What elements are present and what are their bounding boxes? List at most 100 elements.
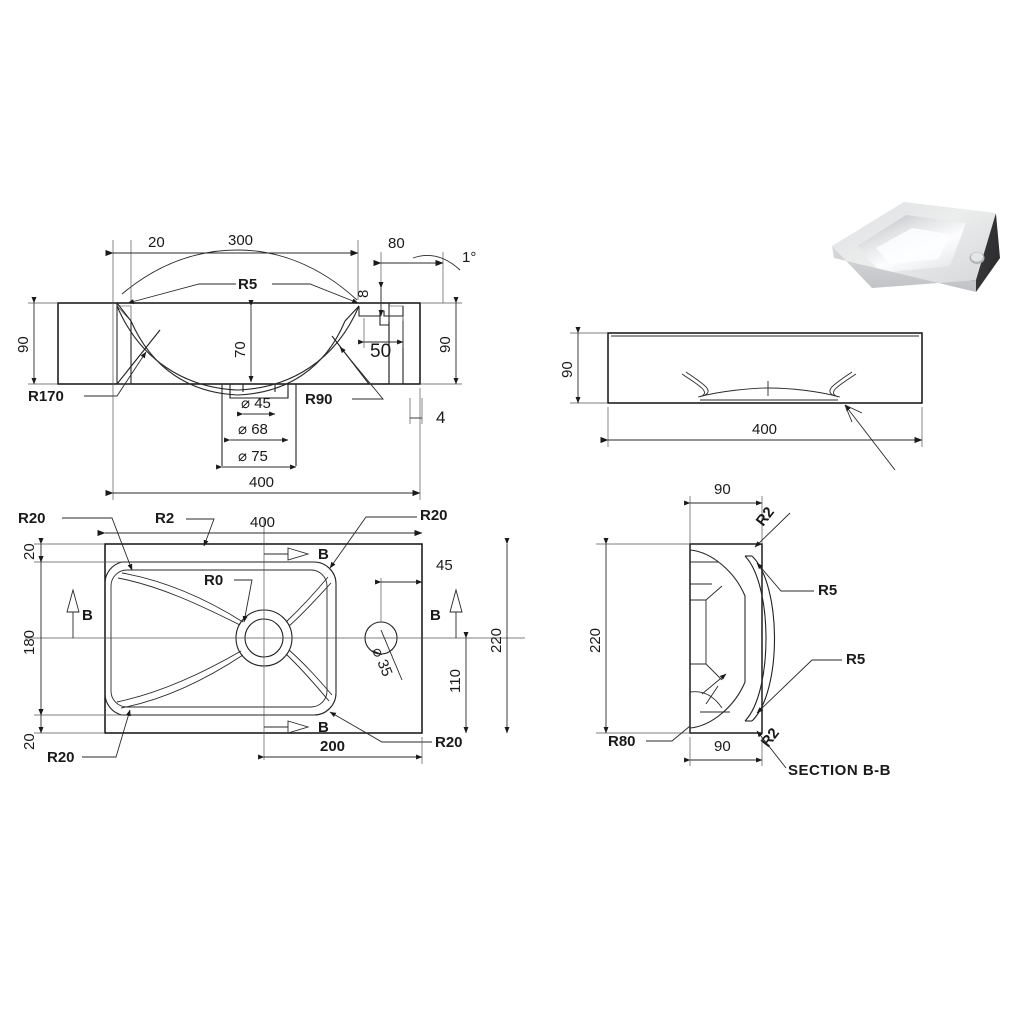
leader-side-bowl-tick2 [844,404,853,423]
side-bowl-right-fold2 [829,371,853,397]
plan-bowl-rim-outer [104,561,337,716]
render-tap-hole-inner [971,252,983,262]
dim-200-label: 200 [320,738,345,755]
dim-sbb-90-top-label: 90 [714,481,731,498]
dim-sbb-r5-bottom-label: R5 [846,651,865,668]
leader-r5-right [272,283,359,304]
dim-r20-bl-label: R20 [47,749,75,766]
dim-8-label: 8 [355,290,372,298]
leader-r20-br [329,711,432,743]
dim-20-top-label: 20 [21,543,38,560]
render-bowl-highlight [876,228,950,264]
plan-crease-bl2 [116,650,242,703]
sbb-cavity-left [689,549,746,729]
dim-180-label: 180 [21,630,38,655]
section-arrow-left-head [66,588,80,613]
leader-r20-tl [62,517,133,571]
sbb-body-outline [689,543,763,734]
plan-body-outline [104,543,423,734]
dim-90-left-label: 90 [15,336,32,353]
leader-sbb-r2-top [754,512,791,548]
leader-r20-tr [329,516,417,569]
sbb-bowl-arc-inner [744,555,767,722]
leader-sbb-r5-top [756,562,814,592]
sbb-detail-boss [690,599,707,665]
sbb-hatch-region [689,543,763,734]
sbb-detail-l4 [705,663,723,681]
dim-45-label: 45 [436,557,453,574]
front-left-support [116,329,161,385]
dim-220-plan-label: 220 [488,628,505,653]
section-arrow-bottom-head [287,720,310,734]
dim-sbb-r2-top-label: R2 [753,504,778,530]
side-bowl-bottom [697,387,841,398]
side-bowl-right-fold [833,373,857,398]
leader-sbb-r80 [646,725,691,742]
plan-crease-br2 [288,649,333,696]
front-rim-left-chamfer [116,302,132,322]
leader-r20-bl [82,709,131,758]
dim-r2-label: R2 [155,510,174,527]
dim-r0-label: R0 [204,572,223,589]
dim-r170-label: R170 [28,388,64,405]
dim-4-label: 4 [436,408,445,427]
sbb-detail-l5 [689,691,723,709]
dim-d45-label: ⌀ 45 [241,395,271,412]
plan-crease-br [285,653,330,702]
dim-90-right-label: 90 [437,336,454,353]
dim-300-label: 300 [228,232,253,249]
dim-400-plan-label: 400 [250,514,275,531]
sbb-bowl-arc-outer [751,555,776,722]
front-sectional-elevation: 20 300 80 1° R5 8 50 90 90 [15,232,476,500]
dim-r20-tr-label: R20 [420,507,448,524]
dim-sbb-220-label: 220 [587,628,604,653]
dim-r5-label: R5 [238,276,257,293]
leader-r0 [234,579,253,623]
sbb-detail-l3 [705,585,723,601]
plan-crease-tl [121,572,244,623]
dim-r20-br-label: R20 [435,734,463,751]
plan-crease-tr [285,576,329,623]
dim-sbb-r80-label: R80 [608,733,636,750]
render-front-face [832,246,976,292]
dim-1deg-label: 1° [462,249,476,266]
plan-bowl-rim-inner [110,569,328,708]
leader-side-bowl [844,404,896,471]
sbb-internal-arrow2 [705,685,719,705]
dim-se-90-label: 90 [559,361,576,378]
front-rim-right-chamfer [344,305,360,322]
sbb-internal-arrow [701,673,727,695]
dim-70-label: 70 [232,341,249,358]
leader-d35 [380,629,403,681]
label-b-right: B [430,607,441,624]
plan-view: 20 180 20 400 R20 R2 R20 R20 R20 R0 [18,507,525,766]
dim-80-label: 80 [388,235,405,252]
leader-r90 [339,346,384,400]
dim-sbb-r5-top-label: R5 [818,582,837,599]
dim-400-front-label: 400 [249,474,274,491]
dim-110-label: 110 [447,669,464,693]
leader-r2 [186,518,215,547]
label-b-bottom: B [318,719,329,736]
angle-arc-1deg [412,255,461,271]
side-body-outline [607,332,923,404]
front-tap-ledge-step [379,316,389,326]
section-b-b-view: 90 R2 R5 R5 220 R80 R2 90 [587,481,891,779]
dim-se-400-label: 400 [752,421,777,438]
plan-crease-tr2 [288,582,332,627]
side-bowl-left-fold2 [685,371,709,397]
plan-crease-tl2 [117,577,241,626]
dim-20-label: 20 [148,234,165,251]
isometric-product-render [832,202,1000,292]
side-elevation: 90 400 [559,327,923,471]
plan-crease-bl [120,654,244,709]
leader-r170 [84,351,147,397]
leader-side-bowl-tick1 [844,404,863,414]
section-arrow-right-head [449,588,463,613]
dim-r20-tl-label: R20 [18,510,46,527]
dim-d68-label: ⌀ 68 [238,421,268,438]
side-bowl-left-fold [681,373,705,398]
dim-20-bottom-label: 20 [21,733,38,750]
